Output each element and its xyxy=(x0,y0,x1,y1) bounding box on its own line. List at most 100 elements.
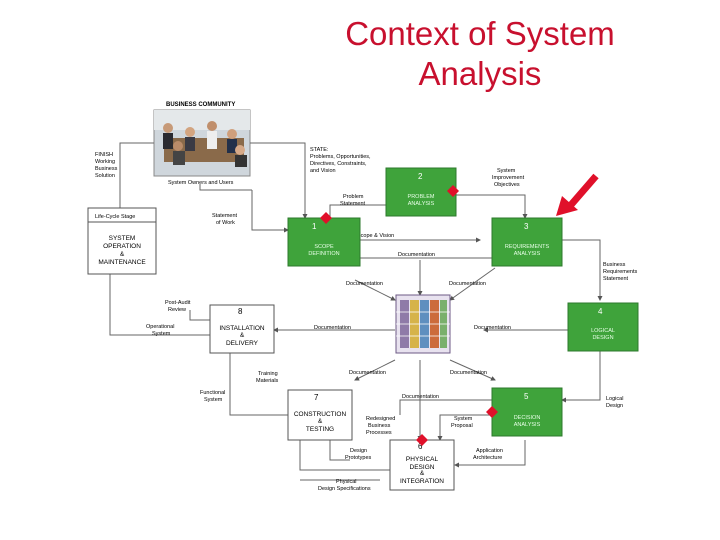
svg-text:Logical: Logical xyxy=(606,396,623,402)
state-label: STATE: Problems, Opportunities, Directiv… xyxy=(310,147,371,174)
svg-text:System: System xyxy=(497,168,516,174)
documentation-label: Documentation xyxy=(314,325,351,331)
svg-text:&: & xyxy=(420,470,425,477)
documentation-label: Documentation xyxy=(402,394,439,400)
phase-1-scope-definition: 1 SCOPE DEFINITION xyxy=(287,217,361,267)
documentation-label: Documentation xyxy=(398,252,435,258)
svg-text:PHYSICAL: PHYSICAL xyxy=(406,456,439,463)
title-line-2: Analysis xyxy=(418,55,542,92)
business-photo xyxy=(153,109,251,177)
svg-text:Functional: Functional xyxy=(200,390,225,396)
svg-text:DEFINITION: DEFINITION xyxy=(308,251,339,257)
business-community-label: BUSINESS COMMUNITY xyxy=(166,102,235,108)
svg-text:Objectives: Objectives xyxy=(494,182,520,188)
milestone-diamond xyxy=(486,406,498,418)
phase-2-problem-analysis: 2 PROBLEM ANALYSIS xyxy=(385,167,457,217)
svg-text:TESTING: TESTING xyxy=(306,426,334,433)
system-improvement-label: System Improvement Objectives xyxy=(492,168,525,188)
lifecycle-stage-box: Life-Cycle Stage SYSTEM OPERATION & MAIN… xyxy=(87,207,157,275)
svg-text:DECISION: DECISION xyxy=(514,415,541,421)
svg-text:System: System xyxy=(454,416,473,422)
svg-text:SYSTEM: SYSTEM xyxy=(109,235,136,242)
svg-text:4: 4 xyxy=(598,307,603,316)
post-audit-label: Post-Audit Review xyxy=(165,300,191,313)
svg-text:&: & xyxy=(318,418,323,425)
svg-text:ANALYSIS: ANALYSIS xyxy=(514,422,541,428)
svg-text:Processes: Processes xyxy=(366,430,392,436)
svg-text:Working: Working xyxy=(95,159,115,165)
scope-vision-label: Scope & Vision xyxy=(357,233,394,239)
redesigned-processes-label: Redesigned Business Processes xyxy=(366,416,395,436)
svg-text:Redesigned: Redesigned xyxy=(366,416,395,422)
svg-text:3: 3 xyxy=(524,222,529,231)
milestone-diamond xyxy=(447,185,459,197)
phase-7-construction-testing: 7 CONSTRUCTION & TESTING xyxy=(287,389,353,441)
business-requirements-label: Business Requirements Statement xyxy=(603,262,637,282)
svg-text:Prototypes: Prototypes xyxy=(345,455,372,461)
svg-text:SCOPE: SCOPE xyxy=(314,244,334,250)
finish-label: FINISH Working Business Solution xyxy=(95,152,118,179)
functional-system-label: Functional System xyxy=(200,390,225,403)
svg-text:Solution: Solution xyxy=(95,173,115,179)
svg-text:Operational: Operational xyxy=(146,324,174,330)
svg-text:DESIGN: DESIGN xyxy=(592,335,613,341)
svg-text:7: 7 xyxy=(314,393,319,402)
svg-text:System: System xyxy=(152,331,171,337)
svg-text:CONSTRUCTION: CONSTRUCTION xyxy=(294,411,347,418)
svg-text:INTEGRATION: INTEGRATION xyxy=(400,478,444,485)
svg-text:of Work: of Work xyxy=(216,220,235,226)
documentation-label: Documentation xyxy=(346,281,383,287)
svg-text:Application: Application xyxy=(476,448,503,454)
phase-3-requirements-analysis: 3 REQUIREMENTS ANALYSIS xyxy=(491,217,563,267)
documentation-label: Documentation xyxy=(449,281,486,287)
training-materials-label: Training Materials xyxy=(256,371,279,384)
svg-text:INSTALLATION: INSTALLATION xyxy=(219,325,265,332)
phase-5-decision-analysis: 5 DECISION ANALYSIS xyxy=(491,387,563,437)
milestone-diamond xyxy=(416,434,428,446)
svg-text:Statement: Statement xyxy=(340,201,366,207)
svg-text:ANALYSIS: ANALYSIS xyxy=(408,201,435,207)
phase-4-logical-design: 4 LOGICAL DESIGN xyxy=(567,302,639,352)
svg-text:Review: Review xyxy=(168,307,186,313)
svg-text:Problem: Problem xyxy=(343,194,364,200)
svg-text:Post-Audit: Post-Audit xyxy=(165,300,191,306)
svg-text:PROBLEM: PROBLEM xyxy=(408,194,435,200)
svg-text:Statement: Statement xyxy=(603,276,629,282)
milestone-diamond xyxy=(320,212,332,224)
svg-text:Statement: Statement xyxy=(212,213,238,219)
svg-text:OPERATION: OPERATION xyxy=(103,243,141,250)
svg-text:Business: Business xyxy=(603,262,626,268)
svg-text:ANALYSIS: ANALYSIS xyxy=(514,251,541,257)
svg-text:and Vision: and Vision xyxy=(310,168,336,174)
svg-text:Architecture: Architecture xyxy=(473,455,502,461)
svg-text:Physical: Physical xyxy=(336,479,356,485)
svg-text:&: & xyxy=(120,251,125,258)
svg-text:Life-Cycle Stage: Life-Cycle Stage xyxy=(95,214,135,220)
system-proposal-label: System Proposal xyxy=(451,416,473,429)
svg-text:REQUIREMENTS: REQUIREMENTS xyxy=(505,244,550,250)
physical-design-specs-label: Physical Design Specifications xyxy=(318,479,371,492)
phase-8-installation-delivery: 8 INSTALLATION & DELIVERY xyxy=(209,304,275,354)
logical-design-label: Logical Design xyxy=(606,396,623,409)
svg-text:Design: Design xyxy=(606,403,623,409)
svg-text:Design Specifications: Design Specifications xyxy=(318,486,371,492)
svg-text:LOGICAL: LOGICAL xyxy=(591,328,615,334)
svg-text:8: 8 xyxy=(238,307,243,316)
svg-text:Design: Design xyxy=(350,448,367,454)
svg-text:FINISH: FINISH xyxy=(95,152,113,158)
svg-text:System: System xyxy=(204,397,223,403)
repository-icon xyxy=(395,294,451,354)
title-line-1: Context of System xyxy=(345,15,615,52)
application-architecture-label: Application Architecture xyxy=(473,448,503,461)
svg-text:DESIGN: DESIGN xyxy=(410,464,435,471)
svg-text:Business: Business xyxy=(368,423,391,429)
page-title: Context of System Analysis xyxy=(300,14,660,94)
svg-text:Directives, Constraints,: Directives, Constraints, xyxy=(310,161,367,167)
svg-text:STATE:: STATE: xyxy=(310,147,329,153)
svg-text:Training: Training xyxy=(258,371,278,377)
system-owners-users-label: System Owners and Users xyxy=(168,180,234,186)
svg-text:Requirements: Requirements xyxy=(603,269,637,275)
svg-text:5: 5 xyxy=(524,392,529,401)
documentation-label: Documentation xyxy=(349,370,386,376)
svg-text:2: 2 xyxy=(418,172,423,181)
